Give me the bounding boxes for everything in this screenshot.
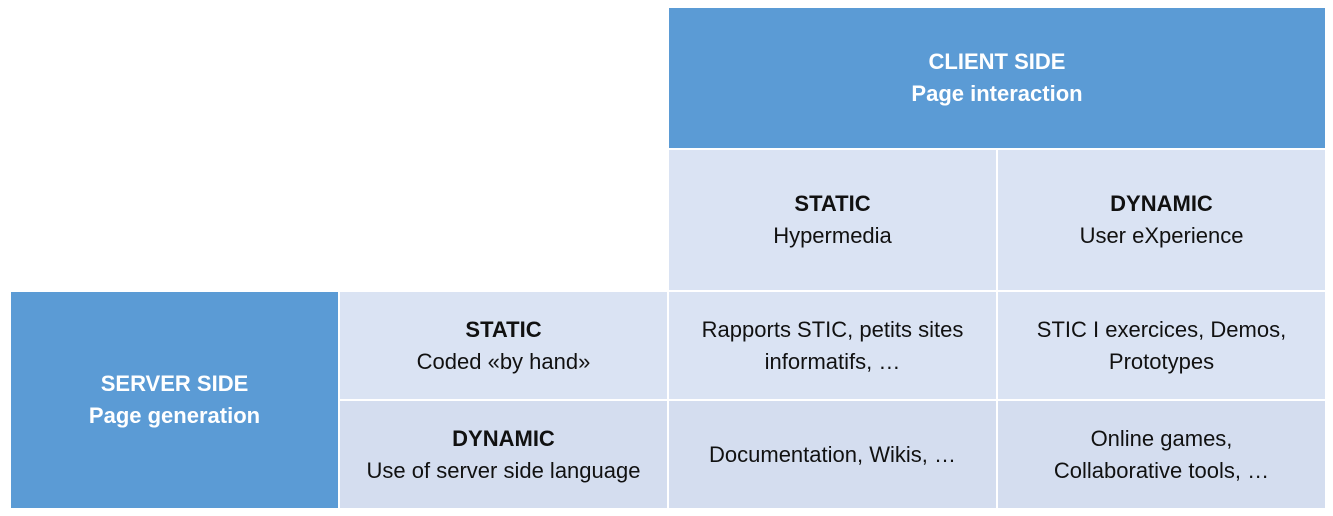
cell-text-line: Online games, bbox=[1090, 425, 1233, 451]
client-side-header: CLIENT SIDE Page interaction bbox=[669, 8, 1325, 148]
cell-text-line: Rapports STIC, petits sites bbox=[701, 316, 964, 342]
cell-text-line: Documentation, Wikis, … bbox=[709, 441, 956, 467]
cell-text-line: STIC I exercices, Demos, bbox=[1036, 316, 1287, 342]
cell-server-dynamic-client-static: Documentation, Wikis, … bbox=[669, 401, 996, 508]
client-static-header: STATIC Hypermedia bbox=[669, 150, 996, 290]
cell-text-line: Collaborative tools, … bbox=[1053, 457, 1270, 483]
cell-server-static-client-dynamic: STIC I exercices, Demos, Prototypes bbox=[998, 292, 1325, 399]
client-side-title: CLIENT SIDE bbox=[928, 49, 1066, 74]
cell-text-line: informatifs, … bbox=[764, 348, 901, 374]
client-dynamic-title: DYNAMIC bbox=[1110, 191, 1213, 216]
client-dynamic-subtitle: User eXperience bbox=[1079, 223, 1244, 248]
server-side-title: SERVER SIDE bbox=[100, 371, 249, 396]
server-dynamic-subtitle: Use of server side language bbox=[366, 457, 641, 483]
client-dynamic-header: DYNAMIC User eXperience bbox=[998, 150, 1325, 290]
client-side-subtitle: Page interaction bbox=[911, 81, 1083, 106]
server-side-header: SERVER SIDE Page generation bbox=[11, 292, 338, 508]
server-static-subtitle: Coded «by hand» bbox=[416, 348, 591, 374]
cell-text-line: Prototypes bbox=[1108, 348, 1215, 374]
server-static-title: STATIC bbox=[465, 316, 542, 342]
server-static-header: STATIC Coded «by hand» bbox=[340, 292, 667, 399]
empty-corner bbox=[11, 8, 667, 290]
client-static-subtitle: Hypermedia bbox=[773, 223, 892, 248]
classification-table: CLIENT SIDE Page interaction STATIC Hype… bbox=[11, 8, 1325, 508]
client-static-title: STATIC bbox=[794, 191, 871, 216]
cell-server-dynamic-client-dynamic: Online games, Collaborative tools, … bbox=[998, 401, 1325, 508]
cell-server-static-client-static: Rapports STIC, petits sites informatifs,… bbox=[669, 292, 996, 399]
server-dynamic-header: DYNAMIC Use of server side language bbox=[340, 401, 667, 508]
server-dynamic-title: DYNAMIC bbox=[452, 425, 555, 451]
server-side-subtitle: Page generation bbox=[88, 403, 261, 428]
